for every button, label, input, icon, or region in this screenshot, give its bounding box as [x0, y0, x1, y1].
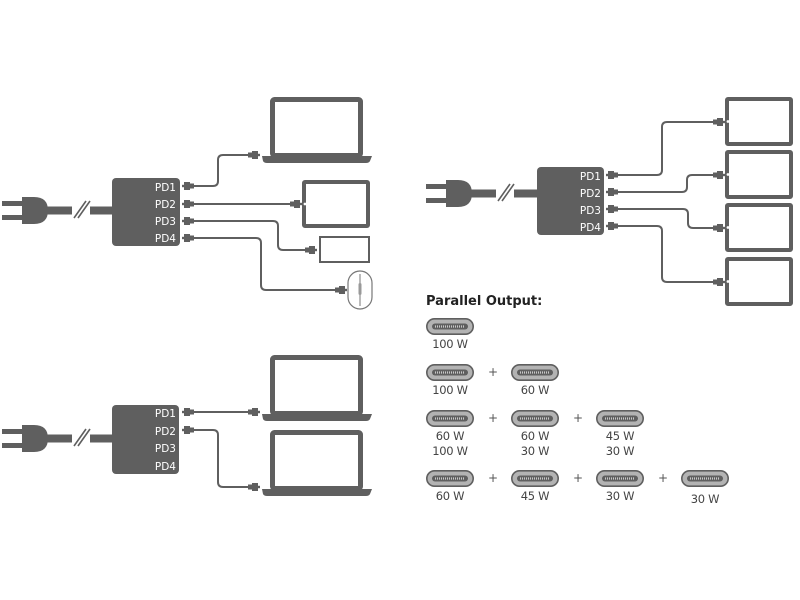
- wattage-label: 100 W: [432, 444, 468, 458]
- cable-pd4: [616, 225, 713, 283]
- usb-c-port-icon: [596, 410, 645, 427]
- connector-icon: [305, 246, 317, 254]
- power-plug-icon: [1, 196, 117, 225]
- connector-icon: [606, 171, 618, 179]
- connector-icon: [248, 483, 260, 491]
- wattage-label: 30 W: [520, 444, 550, 458]
- port-label-pd3: PD3: [580, 205, 601, 217]
- port-label-pd3: PD3: [155, 443, 176, 455]
- port-label-pd3: PD3: [155, 216, 176, 228]
- mouse-icon: [347, 270, 373, 310]
- wattage-label: 60 W: [435, 429, 465, 443]
- wattage-label: 45 W: [605, 429, 635, 443]
- power-plug-icon: [425, 179, 541, 208]
- wattage-label: 60 W: [435, 489, 465, 503]
- wattage-label: 30 W: [605, 489, 635, 503]
- connector-icon: [182, 234, 194, 242]
- cable-pd1: [616, 121, 713, 176]
- usb-c-port-icon: [511, 410, 560, 427]
- usb-c-port-icon: [426, 470, 475, 487]
- charger-body: [537, 167, 604, 235]
- connector-icon: [248, 408, 260, 416]
- tablet-icon: [724, 150, 793, 199]
- port-label-pd4: PD4: [580, 222, 601, 234]
- diagram-four-tablets: PD1 PD2 PD3 PD4: [425, 97, 793, 306]
- cable-pd4: [192, 237, 335, 291]
- tablet-icon: [724, 257, 793, 306]
- wattage-label: 30 W: [605, 444, 635, 458]
- plus-sign: +: [572, 411, 584, 425]
- connector-icon: [713, 171, 725, 179]
- wattage-label: 45 W: [520, 489, 550, 503]
- tablet-icon: [301, 180, 370, 228]
- cable-pd1: [192, 154, 248, 187]
- cable-pd3: [192, 220, 305, 251]
- laptop-icon: [262, 358, 372, 422]
- wattage-label: 60 W: [520, 383, 550, 397]
- wattage-label: 100 W: [432, 337, 468, 351]
- port-label-pd4: PD4: [155, 233, 176, 245]
- laptop-icon: [262, 100, 372, 164]
- port-label-pd1: PD1: [155, 408, 176, 420]
- connector-icon: [182, 408, 194, 416]
- tablet-icon: [724, 97, 793, 146]
- connector-icon: [606, 188, 618, 196]
- connector-icon: [182, 182, 194, 190]
- connector-icon: [290, 200, 302, 208]
- port-label-pd1: PD1: [580, 171, 601, 183]
- cable-pd3: [616, 208, 713, 229]
- plus-sign: +: [487, 411, 499, 425]
- power-plug-icon: [1, 424, 117, 453]
- port-label-pd2: PD2: [580, 188, 601, 200]
- connector-icon: [606, 222, 618, 230]
- connector-icon: [182, 426, 194, 434]
- usb-c-port-icon: [426, 318, 475, 335]
- plus-sign: +: [487, 471, 499, 485]
- port-label-pd2: PD2: [155, 426, 176, 438]
- cable-pd2: [192, 429, 248, 488]
- wattage-label: 100 W: [432, 383, 468, 397]
- port-label-pd4: PD4: [155, 461, 176, 473]
- connector-icon: [713, 278, 725, 286]
- usb-c-port-icon: [426, 410, 475, 427]
- tablet-icon: [724, 203, 793, 252]
- usb-c-port-icon: [511, 470, 560, 487]
- connector-icon: [182, 217, 194, 225]
- port-label-pd1: PD1: [155, 182, 176, 194]
- plus-sign: +: [657, 471, 669, 485]
- usb-c-port-icon: [511, 364, 560, 381]
- connector-icon: [248, 151, 260, 159]
- port-label-pd2: PD2: [155, 199, 176, 211]
- wattage-label: 30 W: [690, 492, 720, 506]
- phone-icon: [319, 236, 370, 263]
- usb-c-port-icon: [426, 364, 475, 381]
- usb-c-port-icon: [596, 470, 645, 487]
- diagram-two-laptops: PD1 PD2 PD3 PD4: [1, 358, 372, 497]
- parallel-output-title: Parallel Output:: [426, 294, 543, 309]
- charger-body: [112, 178, 180, 246]
- connector-icon: [335, 286, 347, 294]
- wattage-label: 60 W: [520, 429, 550, 443]
- connector-icon: [182, 200, 194, 208]
- diagram-mixed-devices: PD1 PD2 PD3 PD4: [1, 100, 373, 310]
- connector-icon: [606, 205, 618, 213]
- laptop-icon: [262, 433, 372, 497]
- cable-pd2: [616, 174, 713, 193]
- plus-sign: +: [572, 471, 584, 485]
- charger-body: [112, 405, 179, 474]
- connector-icon: [713, 118, 725, 126]
- usb-c-port-icon: [681, 470, 730, 487]
- plus-sign: +: [487, 365, 499, 379]
- connector-icon: [713, 224, 725, 232]
